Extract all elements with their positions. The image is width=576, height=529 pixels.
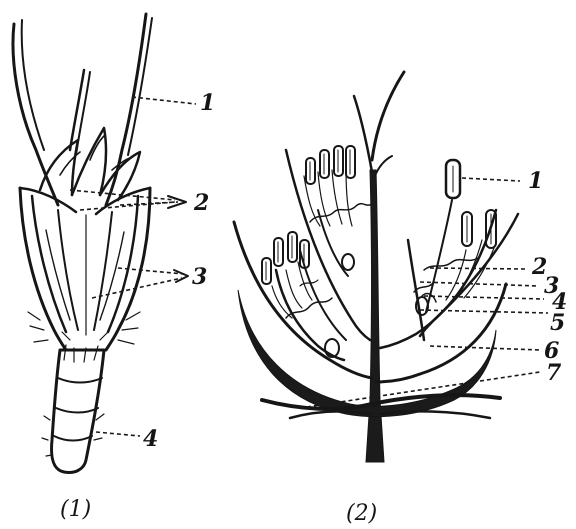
panel-2-drawing <box>234 72 518 462</box>
panel-1-label-1: 1 <box>200 90 215 116</box>
panel-1-label-4: 4 <box>143 426 158 452</box>
panel-1-labels: 1 2 3 4 (1) <box>60 90 215 522</box>
panel-2-label-1: 1 <box>528 168 543 194</box>
left-upper-anthers <box>306 146 355 184</box>
panel-2-caption: (2) <box>346 501 377 526</box>
panel-2-label-7: 7 <box>546 360 562 386</box>
panel-1-label-3: 3 <box>192 264 207 290</box>
panel-1-drawing <box>13 14 152 473</box>
panel-2-label-5: 5 <box>550 310 565 336</box>
panel-1-leader-lines <box>70 97 196 436</box>
panel-1-label-2: 2 <box>193 190 209 216</box>
panel-1-caption: (1) <box>60 497 91 522</box>
